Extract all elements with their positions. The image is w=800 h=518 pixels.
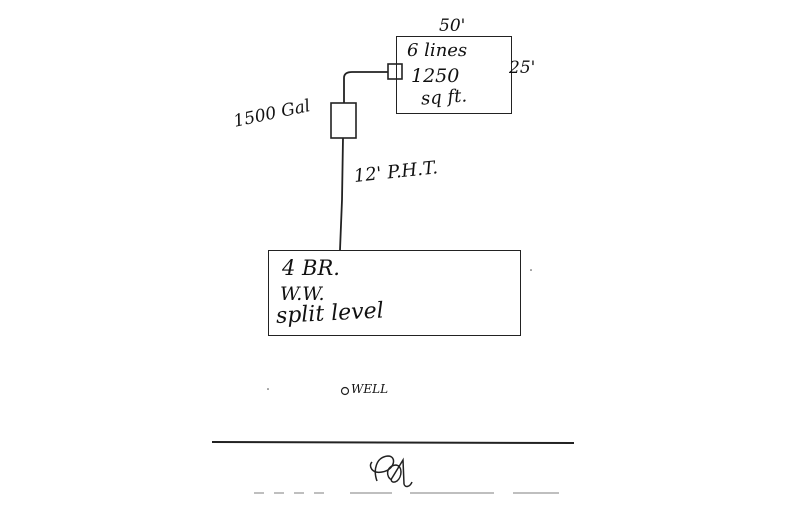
stray-mark [530, 269, 532, 271]
distribution-box [387, 63, 403, 80]
leach-field-width: 50' [439, 16, 466, 36]
leach-field-area-unit: sq ft. [420, 85, 468, 110]
pipe-to-tank [339, 137, 344, 251]
leach-field-area: 1250 [411, 65, 460, 87]
signature-initials: Pd [372, 456, 373, 457]
house-bedrooms: 4 BR. [282, 256, 340, 280]
leach-field-depth: 25' [509, 58, 536, 78]
leach-field-lines: 6 lines [407, 40, 468, 61]
stray-mark [267, 388, 269, 390]
house-style: split level [275, 298, 385, 329]
septic-tank [330, 102, 357, 139]
signature-flourish [369, 455, 413, 488]
house-box [268, 250, 521, 336]
pipe-to-field [343, 71, 388, 103]
well-label: WELL [351, 382, 389, 396]
well-symbol [340, 386, 350, 396]
house-construction: W.W. [280, 283, 325, 305]
signature-line [211, 441, 575, 444]
leach-field-box [396, 36, 512, 114]
